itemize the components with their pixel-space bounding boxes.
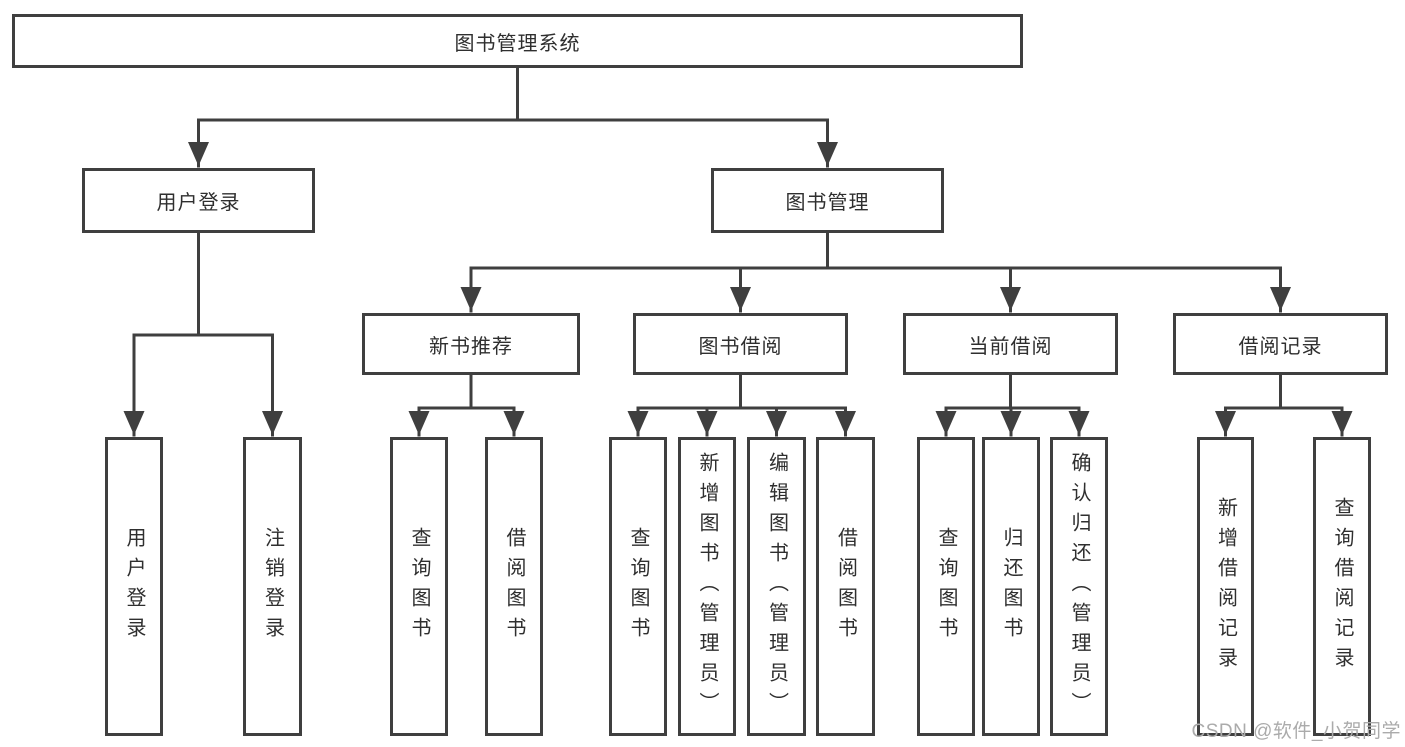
leaf-edit-book-admin: 编辑图书（管理员）: [747, 437, 806, 736]
leaf-borrow-books-recommend: 借阅图书: [485, 437, 543, 736]
leaf-user-login-label: 用户登录: [123, 526, 145, 647]
connector-book-borrowing-trunk: [636, 373, 847, 410]
connector-user-login-trunk: [132, 231, 274, 337]
leaf-return-books: 归还图书: [982, 437, 1040, 736]
leaf-query-books-recommend-label: 查询图书: [408, 526, 430, 647]
node-user-login: 用户登录: [82, 168, 315, 233]
leaf-query-books-current: 查询图书: [917, 437, 975, 736]
leaf-query-borrow-record-label: 查询借阅记录: [1331, 496, 1353, 677]
leaf-borrow-books-borrowing: 借阅图书: [816, 437, 875, 736]
node-new-book-recommend-label: 新书推荐: [429, 335, 513, 358]
leaf-add-book-admin-label: 新增图书（管理员）: [696, 451, 718, 722]
node-borrowing-records-label: 借阅记录: [1238, 335, 1323, 358]
leaf-user-login: 用户登录: [105, 437, 163, 736]
connector-current-borrowing-trunk: [944, 373, 1081, 410]
node-book-borrowing: 图书借阅: [633, 313, 848, 375]
connector-root-trunk: [197, 66, 829, 122]
leaf-query-books-current-label: 查询图书: [935, 526, 957, 647]
leaf-add-borrow-record-label: 新增借阅记录: [1214, 496, 1237, 677]
leaf-borrow-books-borrowing-label: 借阅图书: [834, 526, 857, 647]
node-new-book-recommend: 新书推荐: [362, 313, 580, 375]
leaf-confirm-return-admin-label: 确认归还（管理员）: [1068, 451, 1090, 722]
leaf-add-book-admin: 新增图书（管理员）: [678, 437, 736, 736]
node-borrowing-records: 借阅记录: [1173, 313, 1388, 375]
leaf-query-books-borrowing: 查询图书: [609, 437, 667, 736]
leaf-query-borrow-record: 查询借阅记录: [1313, 437, 1371, 736]
node-current-borrowing-label: 当前借阅: [968, 335, 1053, 358]
node-book-management-label: 图书管理: [785, 192, 870, 214]
leaf-confirm-return-admin: 确认归还（管理员）: [1050, 437, 1108, 736]
connector-borrowing-records-trunk: [1224, 373, 1344, 410]
leaf-borrow-books-recommend-label: 借阅图书: [503, 526, 525, 647]
node-root-label: 图书管理系统: [454, 32, 581, 55]
node-book-borrowing-label: 图书借阅: [698, 335, 783, 358]
csdn-watermark: CSDN @软件_小贺同学: [1191, 721, 1401, 742]
leaf-return-books-label: 归还图书: [1000, 526, 1022, 647]
node-current-borrowing: 当前借阅: [903, 313, 1118, 375]
connector-book-management-trunk: [469, 231, 1282, 270]
leaf-logout: 注销登录: [243, 437, 302, 736]
node-root-system: 图书管理系统: [12, 14, 1023, 68]
node-book-management: 图书管理: [711, 168, 944, 233]
leaf-logout-label: 注销登录: [261, 526, 284, 647]
leaf-query-books-borrowing-label: 查询图书: [627, 526, 649, 647]
leaf-add-borrow-record: 新增借阅记录: [1197, 437, 1254, 736]
connector-new-book-trunk: [417, 373, 516, 410]
node-user-login-label: 用户登录: [156, 192, 241, 214]
leaf-query-books-recommend: 查询图书: [390, 437, 448, 736]
leaf-edit-book-admin-label: 编辑图书（管理员）: [765, 451, 788, 722]
